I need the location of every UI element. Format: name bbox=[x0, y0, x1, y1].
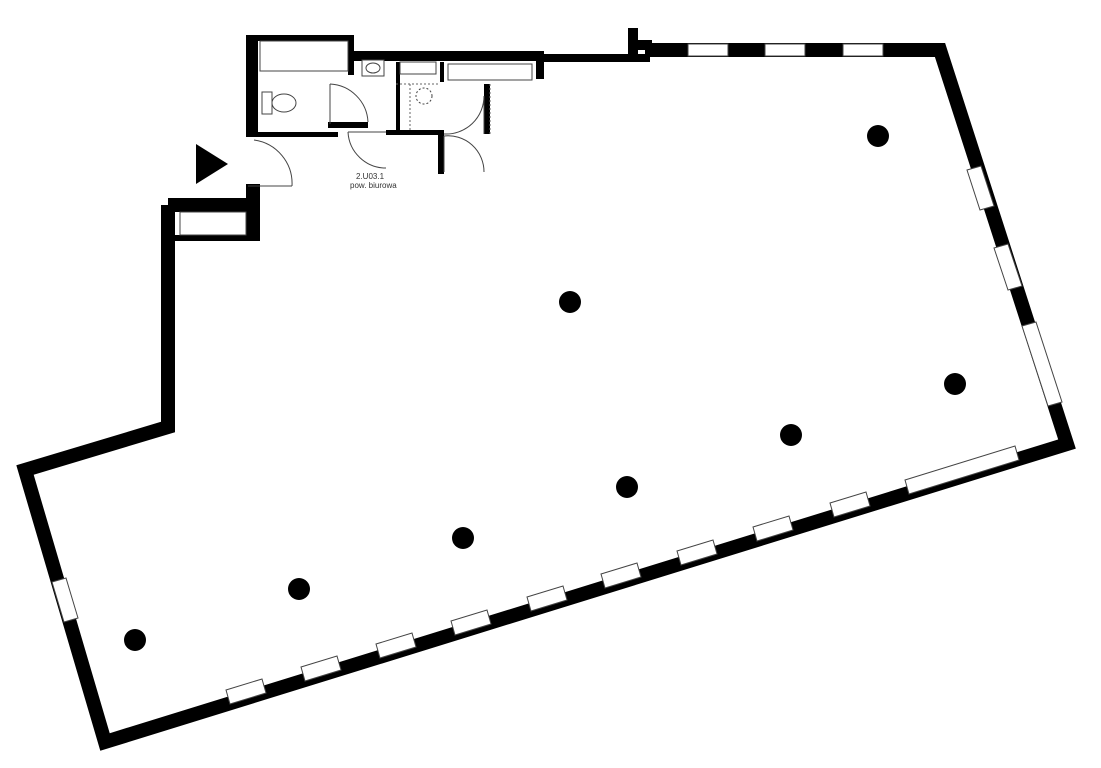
doors bbox=[248, 83, 485, 187]
wall-segment bbox=[246, 184, 260, 240]
door-swing-icon bbox=[443, 135, 485, 173]
wall-segment bbox=[396, 62, 400, 130]
window-icon bbox=[687, 43, 729, 57]
window-icon bbox=[1021, 321, 1063, 407]
column-icon bbox=[867, 125, 889, 147]
shafts bbox=[179, 40, 533, 236]
column-icon bbox=[452, 527, 474, 549]
shaft-box bbox=[259, 40, 349, 72]
entrance-arrow-icon bbox=[196, 144, 228, 184]
service-block-walls bbox=[168, 28, 652, 241]
window-icon bbox=[300, 655, 342, 682]
window-icon bbox=[966, 165, 995, 211]
door-swing-icon bbox=[248, 139, 293, 187]
wall-segment bbox=[440, 62, 444, 82]
window-icon bbox=[752, 515, 794, 542]
window-icon bbox=[600, 562, 642, 589]
window-icon bbox=[450, 609, 492, 636]
window-icon bbox=[829, 491, 871, 518]
wall-segment bbox=[638, 40, 652, 50]
window-icon bbox=[764, 43, 806, 57]
column-icon bbox=[616, 476, 638, 498]
door-swing-icon bbox=[443, 95, 485, 135]
window-icon bbox=[993, 243, 1023, 291]
window-icon bbox=[225, 678, 267, 705]
wall-segment bbox=[352, 51, 542, 61]
window-icon bbox=[526, 585, 568, 612]
outer-walls bbox=[16, 43, 1076, 751]
door-swing-icon bbox=[329, 83, 369, 124]
wall-segment bbox=[386, 130, 442, 135]
window-icon bbox=[904, 445, 1020, 495]
column-icon bbox=[288, 578, 310, 600]
wall-right-segment bbox=[16, 43, 1076, 751]
shaft-box bbox=[179, 211, 247, 236]
wall-segment bbox=[328, 122, 368, 128]
wall-segment bbox=[168, 198, 248, 212]
wall-segment bbox=[348, 35, 354, 75]
shaft-box bbox=[447, 63, 533, 81]
wall-segment bbox=[628, 28, 638, 58]
columns bbox=[124, 125, 966, 651]
sink-icon bbox=[361, 59, 385, 77]
wall-markers bbox=[178, 48, 257, 209]
room-name-label: pow. biurowa bbox=[350, 181, 397, 190]
window-icon bbox=[842, 43, 884, 57]
wall-segment bbox=[540, 54, 650, 62]
right-windows bbox=[966, 165, 1063, 407]
dashed-lines bbox=[396, 83, 491, 134]
room-id-label: 2.U03.1 bbox=[356, 172, 385, 181]
bottom-windows bbox=[225, 445, 1020, 705]
wall-segment bbox=[258, 132, 338, 137]
top-windows bbox=[687, 43, 884, 57]
column-icon bbox=[944, 373, 966, 395]
door-swing-icon bbox=[347, 131, 387, 169]
wall-segment bbox=[246, 35, 352, 41]
wall-segment bbox=[484, 84, 490, 134]
toilet-icon bbox=[261, 91, 297, 115]
window-icon bbox=[676, 539, 718, 566]
wall-segment bbox=[168, 235, 260, 241]
window-icon bbox=[375, 632, 417, 659]
wall-segment bbox=[536, 51, 544, 79]
window-icon bbox=[51, 577, 79, 623]
column-icon bbox=[559, 291, 581, 313]
sink-icon bbox=[399, 61, 437, 105]
wall-segment bbox=[438, 130, 444, 174]
column-icon bbox=[780, 424, 802, 446]
column-icon bbox=[124, 629, 146, 651]
